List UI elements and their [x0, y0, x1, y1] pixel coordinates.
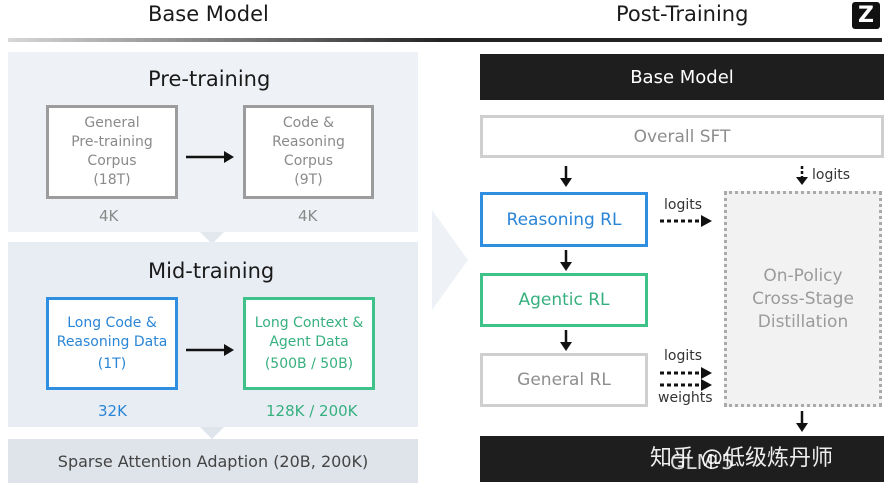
midtraining-context-2: 128K / 200K	[266, 402, 358, 420]
z-logo: Z	[852, 2, 880, 29]
agentic-rl-box: Agentic RL	[480, 273, 648, 327]
overall-sft-label: Overall SFT	[633, 126, 731, 147]
header-divider	[8, 38, 882, 42]
logits-label-bottom: logits	[664, 348, 703, 364]
post-base-model-label: Base Model	[630, 66, 734, 88]
pretraining-context-1: 4K	[99, 207, 119, 225]
long-code-reasoning-box: Long Code & Reasoning Data (1T)	[46, 297, 178, 390]
box-size: (500B / 50B)	[264, 355, 354, 372]
agentic-rl-label: Agentic RL	[518, 290, 610, 310]
long-context-agent-box: Long Context & Agent Data (500B / 50B)	[243, 297, 375, 390]
sparse-attention-label: Sparse Attention Adaption (20B, 200K)	[57, 451, 369, 471]
box-size: (1T)	[97, 355, 127, 372]
reasoning-rl-box: Reasoning RL	[480, 192, 648, 247]
distillation-box: On-Policy Cross-Stage Distillation	[724, 191, 882, 407]
box-size: (9T)	[294, 172, 323, 188]
distill-line: Distillation	[757, 311, 849, 332]
arrow-down-icon	[560, 250, 572, 271]
dotted-arrow-right-icon	[660, 379, 712, 391]
midtraining-context-1: 32K	[98, 402, 127, 420]
base-model-heading: Base Model	[148, 2, 269, 26]
chevron-right-icon	[432, 210, 468, 310]
box-line: Long Code &	[67, 314, 157, 331]
box-line: Code &	[282, 115, 335, 131]
chevron-down-icon	[200, 232, 224, 244]
general-pretraining-corpus-box: General Pre-training Corpus (18T)	[46, 105, 178, 199]
box-line: Agent Data	[269, 333, 349, 350]
box-line: General	[84, 115, 140, 131]
distill-line: On-Policy	[763, 265, 843, 286]
weights-label: weights	[658, 390, 713, 406]
general-rl-label: General RL	[517, 370, 611, 390]
box-line: Reasoning	[272, 134, 345, 150]
final-model-bar	[480, 436, 884, 482]
final-model-label: GLM-5	[670, 450, 734, 474]
arrow-down-icon	[560, 330, 572, 351]
pretraining-title: Pre-training	[148, 67, 271, 91]
arrow-right-icon	[186, 151, 234, 163]
code-reasoning-corpus-box: Code & Reasoning Corpus (9T)	[243, 105, 374, 199]
arrow-right-icon	[186, 344, 234, 356]
post-training-heading: Post-Training	[616, 2, 749, 26]
box-size: (18T)	[93, 172, 131, 188]
distill-line: Cross-Stage	[752, 288, 854, 309]
z-logo-letter: Z	[858, 3, 874, 28]
sparse-attention-bar: Sparse Attention Adaption (20B, 200K)	[8, 439, 418, 483]
midtraining-title: Mid-training	[148, 259, 275, 283]
box-line: Corpus	[283, 153, 334, 169]
dotted-arrow-right-icon	[660, 367, 712, 379]
box-line: Pre-training	[71, 134, 153, 150]
general-rl-box: General RL	[480, 353, 648, 407]
arrow-down-icon	[796, 411, 808, 432]
pretraining-context-2: 4K	[298, 207, 318, 225]
box-line: Corpus	[87, 153, 137, 169]
chevron-down-icon	[200, 427, 224, 439]
dotted-arrow-right-icon	[660, 215, 712, 227]
box-line: Long Context &	[254, 314, 364, 331]
post-base-model-bar: Base Model	[480, 54, 884, 100]
arrow-down-icon	[796, 166, 808, 185]
watermark-text: 知乎 @低级炼丹师	[650, 446, 833, 471]
box-line: Reasoning Data	[56, 333, 168, 350]
arrow-down-icon	[560, 166, 572, 187]
logits-label-mid: logits	[664, 197, 703, 213]
logits-label-top: logits	[812, 167, 851, 183]
overall-sft-box: Overall SFT	[480, 115, 884, 158]
reasoning-rl-label: Reasoning RL	[506, 209, 622, 230]
